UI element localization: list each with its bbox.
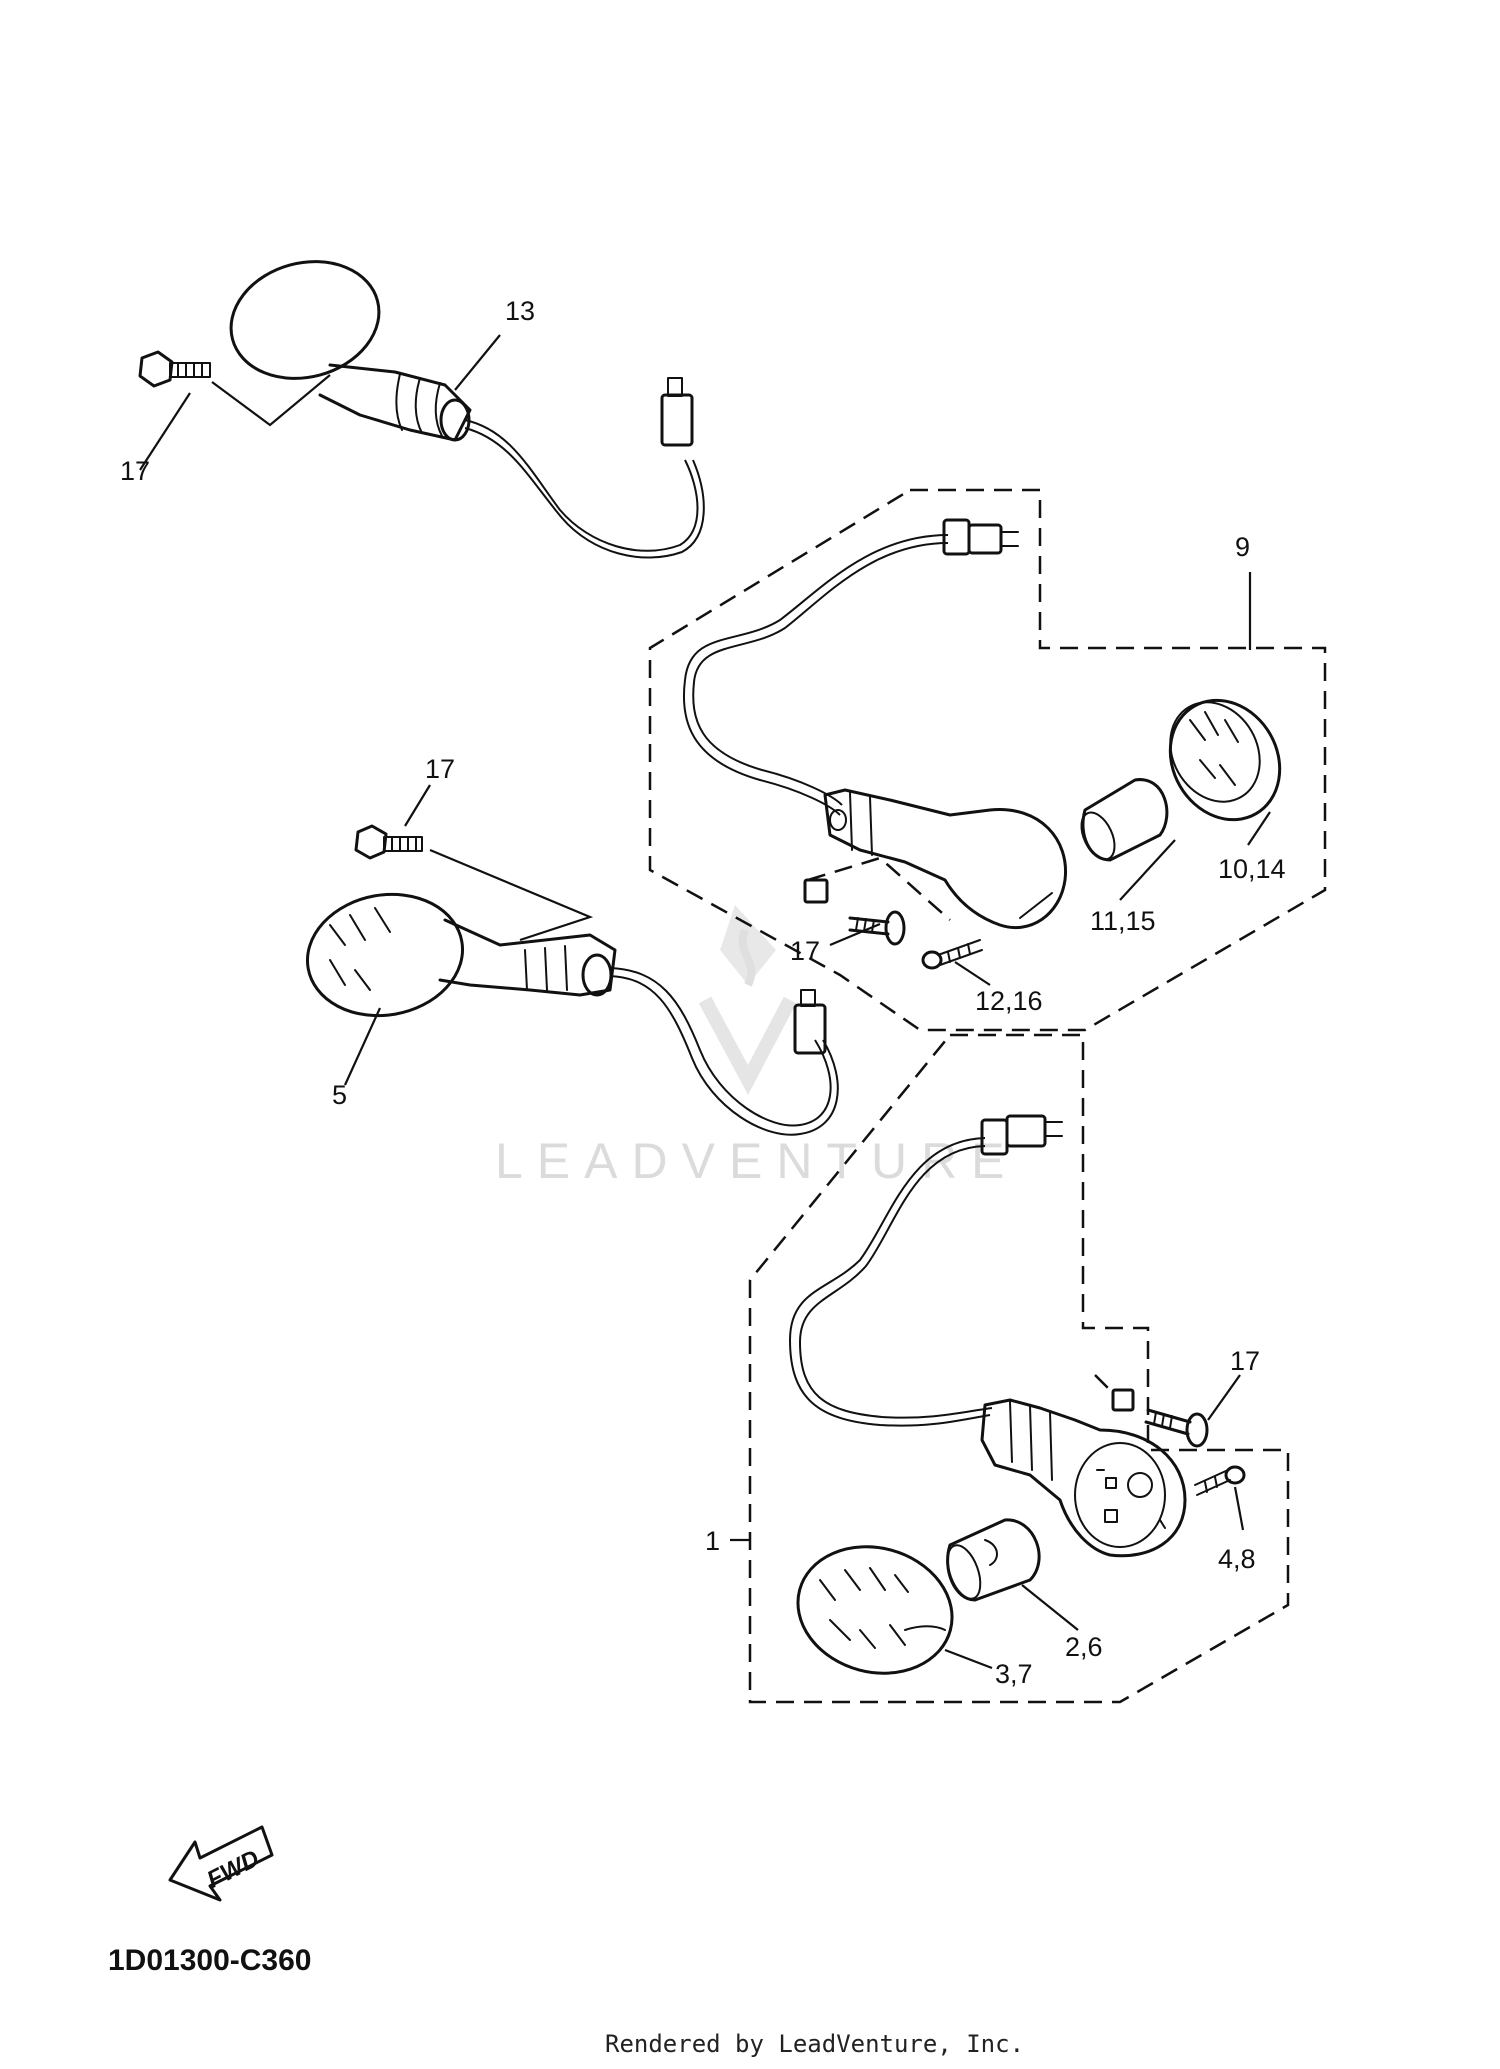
leader-3-7 — [944, 1648, 993, 1670]
assembly-1-outline — [748, 1033, 1290, 1704]
turn-signal-1 — [788, 1114, 1187, 1558]
label-5: 5 — [332, 1080, 347, 1110]
bulb-2-6 — [946, 1518, 1041, 1602]
screw-4-8 — [1194, 1465, 1246, 1496]
footer-credit: Rendered by LeadVenture, Inc. — [605, 2030, 1024, 2058]
label-17a: 17 — [120, 456, 150, 486]
label-12-16: 12,16 — [975, 986, 1043, 1016]
leader-2-6 — [1021, 1584, 1079, 1631]
label-17b: 17 — [425, 754, 455, 784]
bolt-17-assembly9 — [803, 878, 906, 946]
label-10-14: 10,14 — [1218, 854, 1286, 884]
assembly-9-outline — [648, 488, 1327, 1032]
label-3-7: 3,7 — [995, 1659, 1033, 1689]
bolt-guide-9 — [807, 856, 951, 921]
fwd-arrow-icon: FWD — [168, 1825, 274, 1902]
label-17d: 17 — [1230, 1346, 1260, 1376]
label-2-6: 2,6 — [1065, 1632, 1103, 1662]
label-1: 1 — [705, 1526, 720, 1556]
leader-4-8 — [1233, 1486, 1245, 1531]
leader-12-16 — [954, 961, 991, 986]
bolt-17-top — [138, 350, 211, 388]
leader-13 — [454, 334, 501, 391]
label-4-8: 4,8 — [1218, 1544, 1256, 1574]
bulb-11-15 — [1080, 778, 1169, 862]
turn-signal-5 — [305, 892, 839, 1136]
leader-11-15 — [1119, 839, 1176, 901]
label-9: 9 — [1235, 532, 1250, 562]
bolt-mount-leader-13 — [211, 374, 331, 427]
lens-10-14 — [1168, 698, 1282, 822]
lens-3-7 — [796, 1545, 954, 1675]
leader-17b — [404, 784, 431, 827]
diagram-code: 1D01300-C360 — [108, 1944, 311, 1977]
leader-5 — [343, 1007, 382, 1086]
leader-17c — [829, 922, 881, 947]
bolt-guide-1 — [1094, 1374, 1111, 1391]
bolt-17-assembly1 — [1111, 1388, 1209, 1448]
bolt-mount-leader-5 — [429, 848, 594, 942]
screw-12-16 — [921, 939, 983, 970]
label-17c: 17 — [790, 936, 820, 966]
leader-17a — [139, 392, 191, 471]
label-11-15: 11,15 — [1090, 906, 1156, 936]
turn-signal-13 — [229, 260, 705, 559]
leader-10-14 — [1247, 811, 1271, 846]
turn-signal-9 — [682, 518, 1068, 930]
bolt-17-mid — [354, 824, 423, 860]
label-13: 13 — [505, 296, 535, 326]
leader-17d — [1207, 1374, 1241, 1421]
